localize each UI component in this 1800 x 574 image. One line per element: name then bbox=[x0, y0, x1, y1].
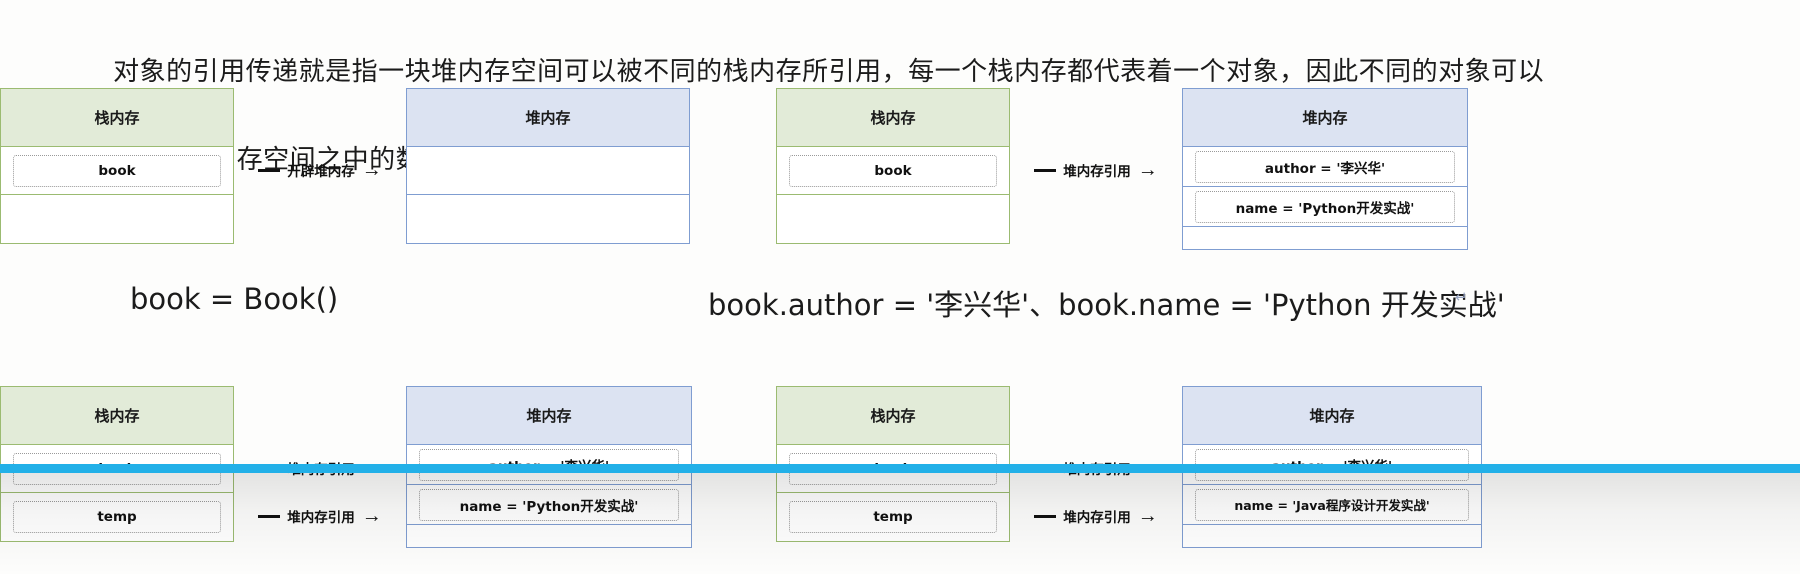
diagram-1: 栈内存 book 开辟堆内存 → 堆内存 bbox=[0, 88, 760, 316]
stack-slot: temp bbox=[777, 493, 1009, 541]
connector-line bbox=[258, 514, 281, 518]
paragraph-line-1: 对象的引用传递就是指一块堆内存空间可以被不同的栈内存所引用，每一个栈内存都代表着… bbox=[113, 57, 1545, 87]
connector-line bbox=[1034, 466, 1057, 470]
heap-slot: name = 'Python开发实战' bbox=[1183, 187, 1467, 227]
heap-slot-empty bbox=[1183, 525, 1481, 547]
heap-memory-box: 堆内存 author = '李兴华' name = 'Python开发实战' bbox=[1182, 88, 1468, 250]
stack-slot: temp bbox=[1, 493, 233, 541]
heap-slot: name = 'Java程序设计开发实战' bbox=[1183, 485, 1481, 525]
arrow-right-icon: → bbox=[1137, 457, 1158, 479]
heap-memory-box: 堆内存 author = '李兴华' name = 'Java程序设计开发实战' bbox=[1182, 386, 1482, 548]
heap-field-chip: name = 'Python开发实战' bbox=[419, 488, 679, 521]
diagram-4: 栈内存 book temp 堆内存引用 → bbox=[760, 386, 1800, 548]
heap-slot-empty bbox=[407, 147, 689, 195]
heap-slot-empty bbox=[1183, 227, 1467, 249]
stack-slot: book bbox=[1, 445, 233, 493]
arrow-right-icon: → bbox=[361, 159, 382, 181]
stack-memory-title: 栈内存 bbox=[1, 89, 233, 147]
caption-pilcrow: ↵ bbox=[1455, 288, 1468, 306]
stack-slot-empty bbox=[1, 195, 233, 243]
connector-label: 堆内存引用 bbox=[1063, 462, 1131, 478]
heap-slot: name = 'Python开发实战' bbox=[407, 485, 691, 525]
stack-slot: book bbox=[1, 147, 233, 195]
diagram-1-caption: book = Book() bbox=[130, 282, 339, 316]
heap-field-chip: name = 'Python开发实战' bbox=[1195, 190, 1455, 223]
heap-memory-box: 堆内存 author = '李兴华' name = 'Python开发实战' bbox=[406, 386, 692, 548]
arrow-right-icon: → bbox=[361, 505, 382, 527]
diagram-row-2: 栈内存 book temp 堆内存引用 → bbox=[0, 386, 1800, 574]
diagram-2-caption: book.author = '李兴华'、book.name = 'Python … bbox=[708, 288, 1505, 322]
heap-slot: author = '李兴华' bbox=[1183, 147, 1467, 187]
stack-slot: book bbox=[777, 147, 1009, 195]
connector-label: 堆内存引用 bbox=[287, 462, 355, 478]
heap-memory-title: 堆内存 bbox=[1183, 89, 1467, 147]
stack-memory-box: 栈内存 book temp bbox=[0, 386, 234, 542]
stack-memory-box: 栈内存 book bbox=[0, 88, 234, 244]
connector-label: 堆内存引用 bbox=[287, 510, 355, 526]
connector-label: 开辟堆内存 bbox=[287, 164, 355, 180]
stack-memory-title: 栈内存 bbox=[1, 387, 233, 445]
connector-label: 堆内存引用 bbox=[1063, 164, 1131, 180]
stack-variable-chip: book bbox=[13, 154, 221, 187]
diagram-2: 栈内存 book 堆内存引用 → 堆内存 bbox=[708, 88, 1800, 322]
connector-heap-ref: 堆内存引用 → bbox=[1010, 444, 1182, 492]
connector-heap-ref: 堆内存引用 → bbox=[234, 444, 406, 492]
stack-slot: book bbox=[777, 445, 1009, 493]
connector-label: 堆内存引用 bbox=[1063, 510, 1131, 526]
heap-field-chip: name = 'Java程序设计开发实战' bbox=[1195, 488, 1469, 521]
heap-memory-title: 堆内存 bbox=[407, 387, 691, 445]
connector-heap-ref: 堆内存引用 → bbox=[234, 492, 406, 540]
connector-line bbox=[258, 466, 281, 470]
heap-memory-box: 堆内存 bbox=[406, 88, 690, 244]
stack-memory-title: 栈内存 bbox=[777, 89, 1009, 147]
connector-line bbox=[258, 168, 281, 172]
stack-variable-chip: book bbox=[789, 452, 997, 485]
arrow-right-icon: → bbox=[361, 457, 382, 479]
body-paragraph: 对象的引用传递就是指一块堆内存空间可以被不同的栈内存所引用，每一个栈内存都代表着… bbox=[0, 0, 1800, 227]
stack-memory-title: 栈内存 bbox=[777, 387, 1009, 445]
connector-heap-ref: 堆内存引用 → bbox=[1010, 146, 1182, 194]
diagram-3: 栈内存 book temp 堆内存引用 → bbox=[0, 386, 760, 548]
stack-slot-empty bbox=[777, 195, 1009, 243]
connector-alloc-heap: 开辟堆内存 → bbox=[234, 146, 406, 194]
diagram-area: 栈内存 book 开辟堆内存 → 堆内存 bbox=[0, 88, 1800, 574]
stack-variable-chip: book bbox=[13, 452, 221, 485]
heap-slot-empty bbox=[407, 195, 689, 243]
heap-slot: author = '李兴华' bbox=[1183, 445, 1481, 485]
stack-variable-chip: temp bbox=[789, 501, 997, 533]
connector-line bbox=[1034, 514, 1057, 518]
connector-line bbox=[1034, 168, 1057, 172]
heap-slot-empty bbox=[407, 525, 691, 547]
heap-slot: author = '李兴华' bbox=[407, 445, 691, 485]
stack-variable-chip: book bbox=[789, 154, 997, 187]
heap-field-chip: author = '李兴华' bbox=[419, 448, 679, 481]
heap-memory-title: 堆内存 bbox=[407, 89, 689, 147]
connector-heap-ref: 堆内存引用 → bbox=[1010, 492, 1182, 540]
arrow-right-icon: → bbox=[1137, 159, 1158, 181]
arrow-right-icon: → bbox=[1137, 505, 1158, 527]
stack-memory-box: 栈内存 book bbox=[776, 88, 1010, 244]
heap-memory-title: 堆内存 bbox=[1183, 387, 1481, 445]
stack-memory-box: 栈内存 book temp bbox=[776, 386, 1010, 542]
heap-field-chip: author = '李兴华' bbox=[1195, 150, 1455, 183]
diagram-row-1: 栈内存 book 开辟堆内存 → 堆内存 bbox=[0, 88, 1800, 323]
stack-variable-chip: temp bbox=[13, 501, 221, 533]
heap-field-chip: author = '李兴华' bbox=[1195, 448, 1469, 481]
